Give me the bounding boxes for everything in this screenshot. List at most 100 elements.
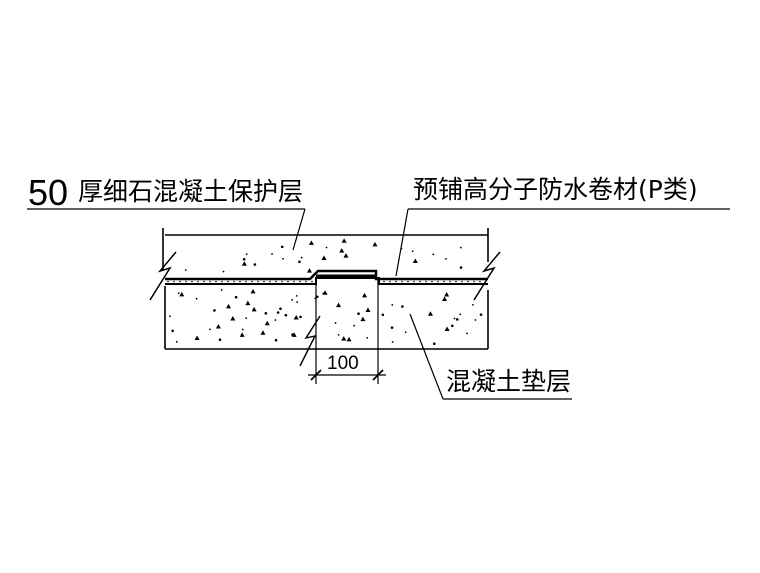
aggregate-dot bbox=[284, 313, 288, 317]
membrane-texture-dot bbox=[179, 280, 181, 283]
aggregate-dot bbox=[337, 333, 340, 336]
membrane-texture-dot bbox=[473, 280, 475, 283]
aggregate-stone bbox=[372, 241, 378, 247]
membrane-texture-dot bbox=[455, 280, 457, 283]
aggregate-dot bbox=[279, 307, 282, 311]
aggregate-dot bbox=[300, 256, 303, 259]
membrane-texture-dot bbox=[197, 280, 199, 283]
aggregate-dot bbox=[315, 295, 319, 299]
membrane-texture-dot bbox=[419, 280, 421, 283]
aggregate-dot bbox=[445, 257, 447, 260]
aggregate-dot bbox=[295, 294, 298, 297]
aggregate-stone bbox=[308, 240, 314, 245]
aggregate-dot bbox=[455, 318, 459, 321]
aggregate-dot bbox=[271, 253, 273, 255]
membrane-texture-dot bbox=[395, 280, 397, 283]
aggregate-dot bbox=[353, 324, 356, 327]
protection-layer-label: 厚细石混凝土保护层 bbox=[78, 177, 303, 206]
membrane-texture-dot bbox=[173, 280, 175, 283]
aggregate-dot bbox=[234, 295, 238, 299]
break-lines bbox=[149, 251, 501, 367]
membrane-texture-dot bbox=[257, 280, 259, 283]
aggregate-stone bbox=[412, 258, 418, 264]
aggregate-dot bbox=[450, 324, 454, 328]
membrane-texture-dot bbox=[401, 280, 403, 283]
membrane-texture-dot bbox=[281, 280, 283, 283]
aggregate-stone bbox=[341, 336, 347, 341]
aggregate-dot bbox=[411, 250, 414, 253]
aggregate-stone bbox=[321, 255, 327, 260]
aggregate-stone bbox=[365, 307, 371, 313]
membrane-texture-dot bbox=[437, 280, 439, 283]
aggregate-stone bbox=[241, 261, 247, 266]
aggregate-dot bbox=[391, 341, 394, 343]
membrane-texture-dot bbox=[185, 280, 187, 283]
membrane-texture-dot bbox=[407, 280, 409, 283]
protection-thickness-label: 50 bbox=[28, 172, 68, 213]
protection-leader: 50 厚细石混凝土保护层 bbox=[27, 172, 306, 251]
protection-layer bbox=[162, 228, 489, 270]
aggregate-dot bbox=[274, 319, 277, 321]
aggregate-dot bbox=[322, 292, 325, 295]
overlap-dimension: 100 bbox=[308, 279, 386, 384]
overlap-width-label: 100 bbox=[327, 353, 359, 374]
aggregate-dot bbox=[276, 311, 280, 314]
cushion-layer-label: 混凝土垫层 bbox=[446, 367, 571, 396]
membrane-texture-dot bbox=[299, 280, 301, 283]
membrane-texture-dot bbox=[413, 280, 415, 283]
aggregate-stone bbox=[444, 291, 450, 297]
aggregate-dot bbox=[218, 338, 222, 341]
aggregate-dot bbox=[213, 309, 216, 312]
membrane-texture-dot bbox=[245, 280, 247, 283]
aggregate-dot bbox=[175, 340, 178, 343]
aggregate-dot bbox=[391, 304, 394, 306]
aggregate-stone bbox=[230, 315, 236, 321]
aggregate-dot bbox=[245, 253, 248, 256]
membrane-texture-dot bbox=[467, 280, 469, 283]
aggregate-dot bbox=[220, 289, 223, 291]
aggregate-dot bbox=[366, 336, 369, 339]
membrane-texture-dot bbox=[449, 280, 451, 283]
membrane-texture-dot bbox=[209, 280, 211, 283]
waterproof-membrane bbox=[165, 269, 488, 285]
aggregate-dot bbox=[296, 301, 299, 303]
aggregate-dot bbox=[195, 297, 198, 300]
aggregate-stone bbox=[194, 335, 200, 340]
aggregate-dot bbox=[184, 269, 187, 271]
aggregate-dot bbox=[209, 328, 211, 331]
aggregate-dot bbox=[459, 266, 463, 269]
aggregate-dot bbox=[241, 328, 244, 331]
membrane-texture-dot bbox=[389, 280, 391, 283]
aggregate-stone bbox=[306, 268, 312, 273]
membrane-texture-dot bbox=[479, 280, 481, 283]
aggregate-stone bbox=[250, 288, 256, 294]
aggregate-dot bbox=[291, 299, 294, 301]
membrane-texture-dot bbox=[275, 280, 277, 283]
aggregate-stone bbox=[346, 336, 352, 342]
membrane-texture-dot bbox=[227, 280, 229, 283]
aggregate-stone bbox=[360, 316, 366, 322]
aggregate-dot bbox=[222, 270, 225, 273]
aggregate-dot bbox=[242, 257, 246, 261]
aggregate-dot bbox=[432, 342, 436, 346]
aggregate-dot bbox=[472, 304, 474, 306]
membrane-texture-dot bbox=[443, 280, 445, 283]
aggregate-stone bbox=[260, 330, 266, 335]
membrane-texture-dot bbox=[233, 280, 235, 283]
membrane-texture-dot bbox=[305, 280, 307, 283]
aggregate-dot bbox=[404, 331, 407, 334]
membrane-leader: 预铺高分子防水卷材(P类) bbox=[395, 175, 730, 277]
membrane-texture-dot bbox=[431, 280, 433, 283]
aggregate-dot bbox=[280, 245, 284, 249]
aggregate-stone bbox=[251, 306, 257, 312]
aggregate-dot bbox=[169, 315, 171, 318]
aggregate-dot bbox=[401, 305, 404, 308]
membrane-texture-dot bbox=[239, 280, 241, 283]
aggregate-stone bbox=[179, 291, 185, 297]
aggregate-stone bbox=[444, 326, 450, 331]
membrane-texture-dot bbox=[215, 280, 217, 283]
membrane-texture-dot bbox=[425, 280, 427, 283]
membrane-texture-dot bbox=[383, 280, 385, 283]
membrane-texture-dot bbox=[221, 280, 223, 283]
aggregate-stone bbox=[343, 253, 349, 258]
